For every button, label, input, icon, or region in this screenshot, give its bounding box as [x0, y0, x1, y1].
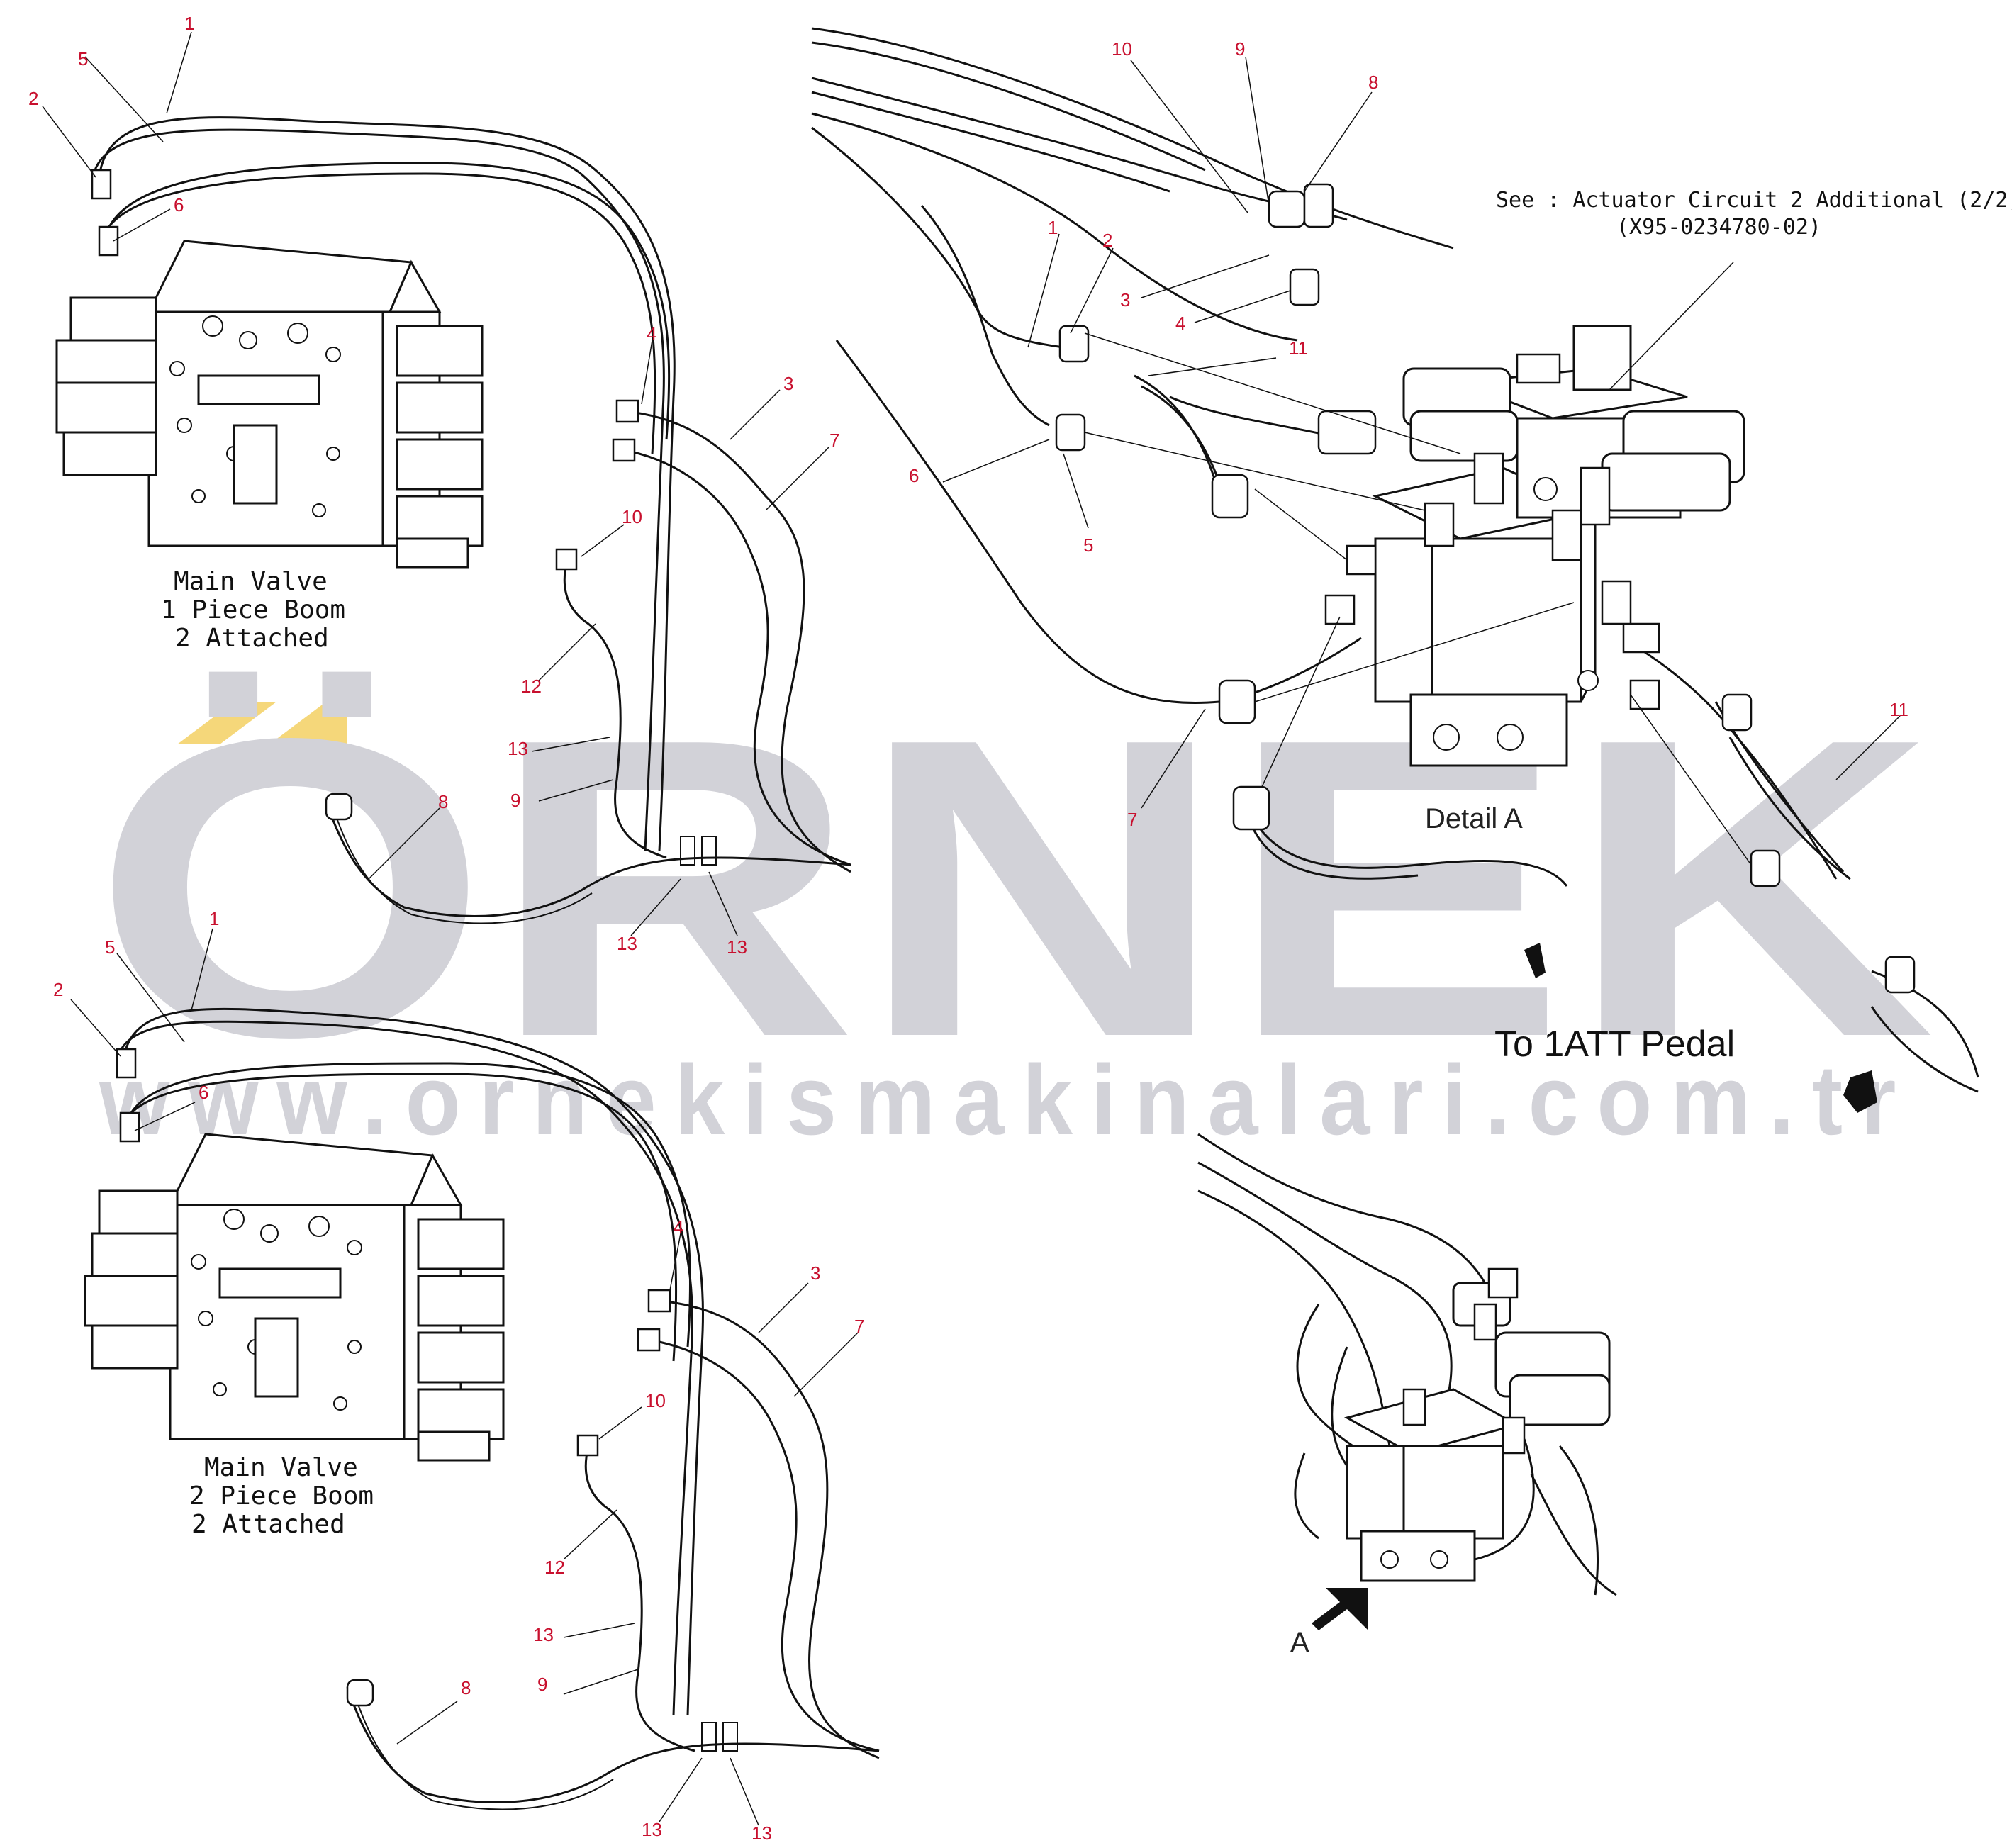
caption-line: 2 Piece Boom	[189, 1482, 374, 1511]
caption-line: Main Valve	[174, 567, 328, 596]
watermark-brand: ÖRNEK	[92, 651, 1935, 1126]
view-1-piece-boom: 1 2 5 6 4 3 7 10 12 13 9 8 13 13 Main Va…	[28, 13, 851, 958]
callout-12: 12	[521, 676, 542, 697]
watermark-accent-left	[177, 702, 276, 744]
callout-10: 10	[1112, 38, 1132, 60]
overview-view-a: A	[1197, 1133, 1617, 1658]
callout-13: 13	[727, 936, 747, 958]
solenoid-valve-assembly	[1324, 325, 1745, 767]
main-valve-1	[55, 240, 484, 569]
callout-1: 1	[1048, 217, 1058, 238]
watermark-accent-right	[269, 702, 347, 744]
main-valve-2	[84, 1133, 505, 1462]
caption-line: 1 Piece Boom	[161, 595, 345, 625]
callout-11: 11	[1889, 699, 1908, 720]
callout-7: 7	[854, 1316, 864, 1337]
callout-3: 3	[1120, 289, 1130, 310]
callout-9: 9	[537, 1674, 547, 1695]
view-arrow-icon	[1312, 1588, 1368, 1630]
callout-5: 5	[1083, 534, 1093, 556]
callout-9: 9	[1235, 38, 1245, 60]
callout-9: 9	[510, 790, 520, 811]
reference-code: (X95-0234780-02)	[1616, 215, 1821, 240]
callout-6: 6	[909, 465, 919, 486]
callout-13: 13	[533, 1624, 554, 1645]
callout-8: 8	[461, 1677, 471, 1698]
reference-note: See : Actuator Circuit 2 Additional (2/2…	[1496, 188, 2012, 213]
callout-10: 10	[622, 506, 642, 527]
callout-5: 5	[105, 936, 115, 958]
caption-line: 2 Attached	[191, 1510, 345, 1539]
caption-line: 2 Attached	[175, 624, 329, 653]
callout-4: 4	[647, 323, 656, 345]
callout-3: 3	[810, 1262, 820, 1284]
detail-a-label: Detail A	[1425, 803, 1523, 834]
callout-13: 13	[508, 738, 528, 759]
callout-11: 11	[1289, 337, 1308, 359]
callout-1: 1	[184, 13, 194, 34]
callout-1: 1	[209, 908, 219, 929]
watermark: ÖRNEK www.ornekismakinalari.com.tr	[92, 651, 1935, 1155]
pedal-label: To 1ATT Pedal	[1494, 1024, 1735, 1065]
callout-2: 2	[53, 979, 63, 1000]
detail-a-view: 10 9 8 1 2 3 4 11 6 5 7 11 See : Actuato…	[811, 27, 2012, 1113]
callout-4: 4	[674, 1216, 683, 1238]
callout-6: 6	[174, 194, 184, 215]
callout-8: 8	[438, 791, 448, 812]
callout-7: 7	[1127, 809, 1137, 830]
callout-2: 2	[1102, 230, 1112, 251]
callout-13: 13	[617, 933, 637, 954]
callout-13: 13	[751, 1822, 772, 1844]
view-2-piece-boom: 1 2 5 6 4 3 7 10 12 13 9 8 13 13 Main Va…	[53, 908, 880, 1844]
callout-2: 2	[28, 88, 38, 109]
callout-7: 7	[829, 430, 839, 451]
callout-6: 6	[199, 1082, 208, 1103]
arrow-icon	[1843, 1070, 1877, 1113]
view-a-label: A	[1290, 1627, 1309, 1658]
callout-12: 12	[544, 1557, 565, 1578]
caption-line: Main Valve	[204, 1453, 358, 1482]
callout-10: 10	[645, 1390, 666, 1411]
callout-13: 13	[642, 1819, 662, 1840]
arrow-icon	[1524, 943, 1546, 978]
callout-5: 5	[78, 48, 88, 69]
callout-8: 8	[1368, 72, 1378, 93]
callout-4: 4	[1175, 313, 1185, 334]
callout-3: 3	[783, 373, 793, 394]
